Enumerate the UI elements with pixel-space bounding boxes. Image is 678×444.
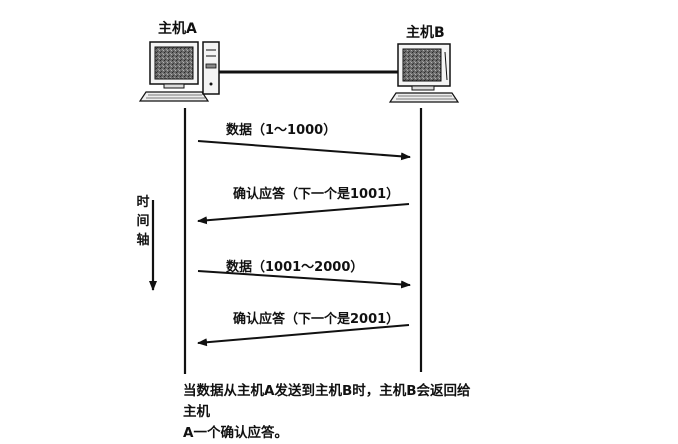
host-b-computer-icon xyxy=(388,43,460,103)
message-arrow-3 xyxy=(197,270,411,289)
time-axis-label: 时 间 轴 xyxy=(134,193,152,250)
message-label-2: 确认应答（下一个是1001） xyxy=(233,187,400,202)
message-label-1: 数据（1～1000） xyxy=(226,123,337,138)
time-axis-char-3: 轴 xyxy=(136,233,150,248)
time-axis-char-2: 间 xyxy=(136,214,150,229)
figure-caption: 当数据从主机A发送到主机B时，主机B会返回给主机 A一个确认应答。 xyxy=(183,381,483,444)
message-label-4: 确认应答（下一个是2001） xyxy=(233,312,400,327)
host-b-label: 主机B xyxy=(406,25,445,41)
message-arrow-1 xyxy=(197,140,411,161)
message-arrow-4 xyxy=(197,324,410,347)
caption-line-1: 当数据从主机A发送到主机B时，主机B会返回给主机 xyxy=(183,383,471,420)
caption-line-2: A一个确认应答。 xyxy=(183,425,288,441)
host-a-computer-icon xyxy=(138,41,220,102)
message-arrow-2 xyxy=(197,203,410,225)
time-axis-char-1: 时 xyxy=(136,195,150,210)
message-label-3: 数据（1001～2000） xyxy=(226,260,364,275)
host-a-label: 主机A xyxy=(158,21,197,37)
